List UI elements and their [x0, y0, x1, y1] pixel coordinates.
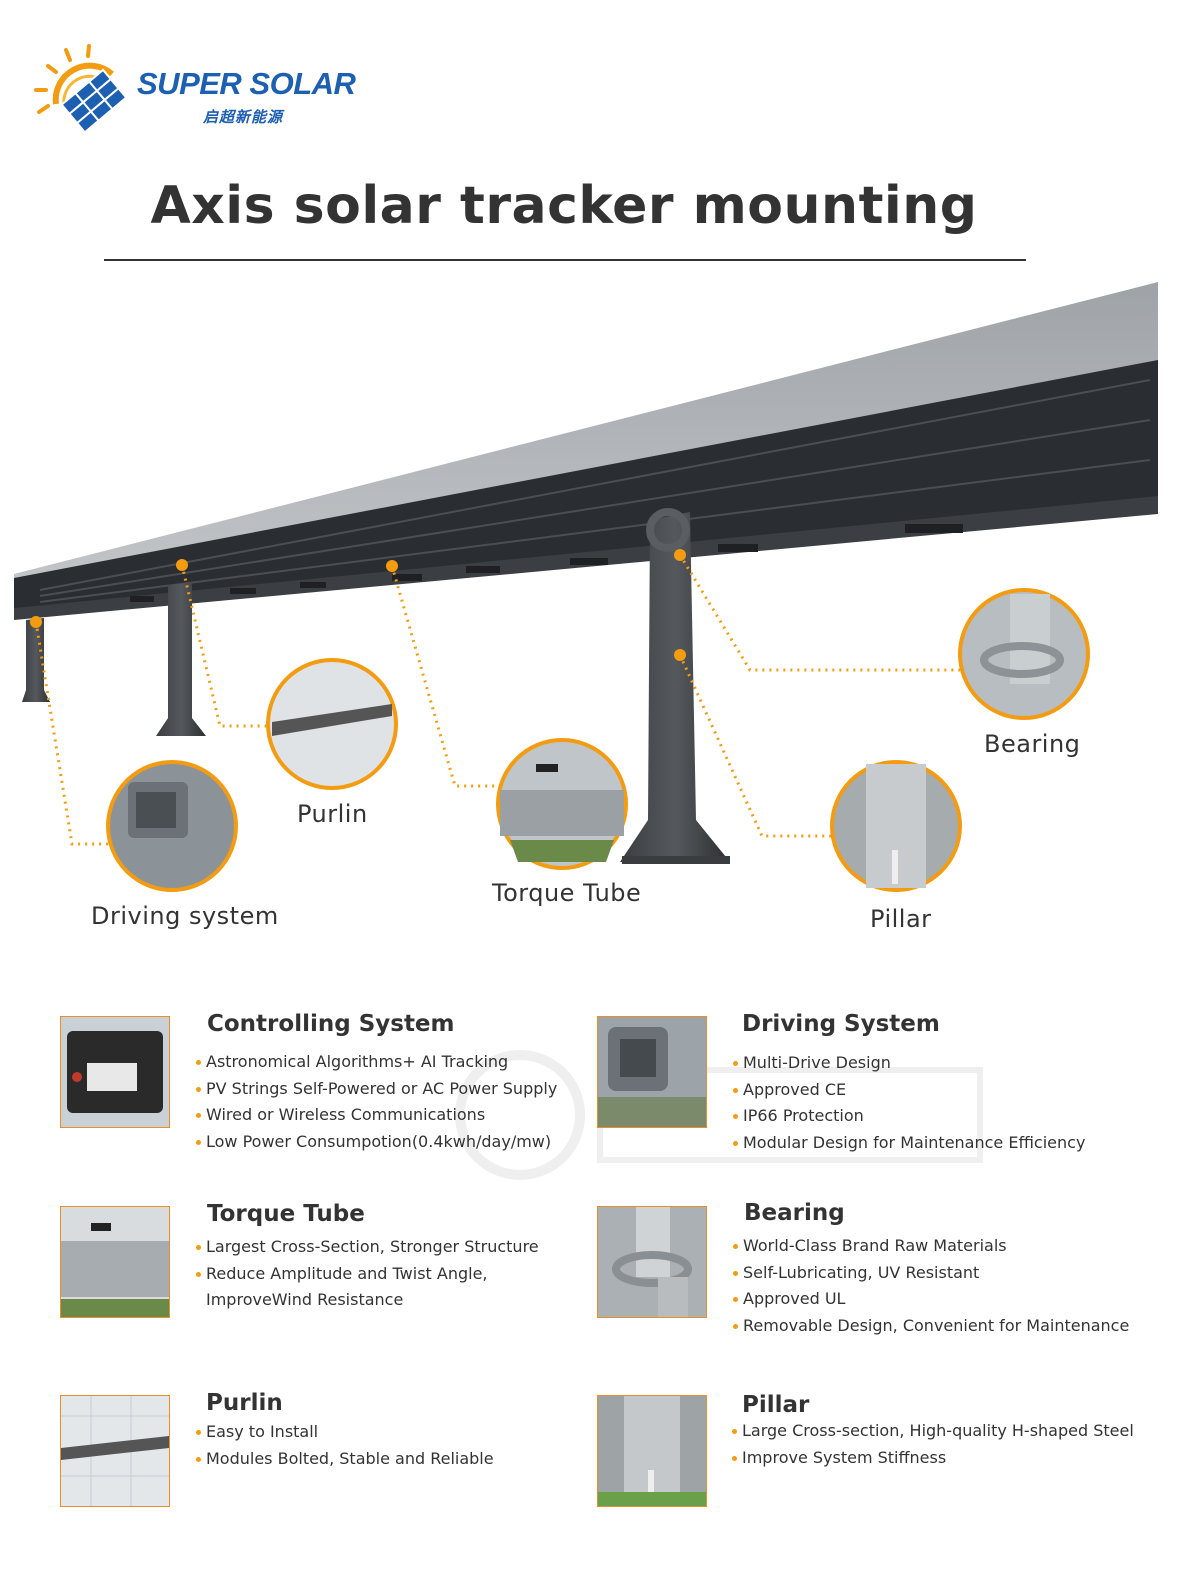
list-item: PV Strings Self-Powered or AC Power Supp… — [196, 1076, 557, 1103]
torque-tube-photo — [60, 1206, 170, 1318]
bearing-photo — [597, 1206, 707, 1318]
driving-system-detail-photo — [106, 760, 238, 892]
list-item: Wired or Wireless Communications — [196, 1102, 557, 1129]
title-divider — [104, 259, 1026, 261]
list-item: Approved UL — [733, 1286, 1129, 1313]
feature-title-purlin: Purlin — [206, 1390, 283, 1416]
list-item: Large Cross-section, High-quality H-shap… — [732, 1418, 1134, 1445]
callout-pillar: Pillar — [870, 905, 932, 933]
callout-driving-system: Driving system — [91, 902, 279, 930]
brand-name: SUPER SOLAR — [137, 66, 356, 101]
feature-title-controlling-system: Controlling System — [207, 1011, 455, 1037]
list-item: Modular Design for Maintenance Efficienc… — [733, 1130, 1085, 1157]
list-item: Reduce Amplitude and Twist Angle, — [196, 1261, 539, 1288]
list-item: IP66 Protection — [733, 1103, 1085, 1130]
list-item: Approved CE — [733, 1077, 1085, 1104]
pillar-photo — [597, 1395, 707, 1507]
feature-list-torque-tube: Largest Cross-Section, Stronger Structur… — [196, 1234, 539, 1314]
torque-tube-detail-photo — [496, 738, 628, 870]
tracker-illustration — [14, 282, 1158, 892]
feature-list-pillar: Large Cross-section, High-quality H-shap… — [732, 1418, 1134, 1471]
list-item: Easy to Install — [196, 1419, 494, 1446]
feature-title-pillar: Pillar — [742, 1392, 810, 1418]
page-title: Axis solar tracker mounting — [150, 176, 978, 236]
sun-panel-logo-icon — [34, 44, 128, 134]
list-item: Low Power Consumpotion(0.4kwh/day/mw) — [196, 1129, 557, 1156]
driving-system-photo — [597, 1016, 707, 1128]
callout-purlin: Purlin — [297, 800, 368, 828]
list-item: Largest Cross-Section, Stronger Structur… — [196, 1234, 539, 1261]
feature-title-bearing: Bearing — [744, 1200, 845, 1226]
list-item: Multi-Drive Design — [733, 1050, 1085, 1077]
list-item: Improve System Stiffness — [732, 1445, 1134, 1472]
callout-torque-tube: Torque Tube — [492, 879, 642, 907]
controlling-system-photo — [60, 1016, 170, 1128]
list-item: World-Class Brand Raw Materials — [733, 1233, 1129, 1260]
feature-list-driving-system: Multi-Drive Design Approved CE IP66 Prot… — [733, 1050, 1085, 1156]
feature-list-controlling-system: Astronomical Algorithms+ AI Tracking PV … — [196, 1049, 557, 1155]
list-item: Astronomical Algorithms+ AI Tracking — [196, 1049, 557, 1076]
feature-list-bearing: World-Class Brand Raw Materials Self-Lub… — [733, 1233, 1129, 1339]
pillar-detail-photo — [830, 760, 962, 892]
purlin-photo — [60, 1395, 170, 1507]
feature-title-driving-system: Driving System — [742, 1011, 940, 1037]
list-item: Modules Bolted, Stable and Reliable — [196, 1446, 494, 1473]
feature-list-purlin: Easy to Install Modules Bolted, Stable a… — [196, 1419, 494, 1472]
list-item-continuation: ImproveWind Resistance — [206, 1290, 404, 1309]
brand-name-cn: 启超新能源 — [203, 108, 284, 126]
list-item: Removable Design, Convenient for Mainten… — [733, 1313, 1129, 1340]
feature-title-torque-tube: Torque Tube — [207, 1201, 365, 1227]
callout-bearing: Bearing — [984, 730, 1081, 758]
list-item: Self-Lubricating, UV Resistant — [733, 1260, 1129, 1287]
purlin-detail-photo — [266, 658, 398, 790]
brand-logo — [34, 44, 334, 134]
bearing-detail-photo — [958, 588, 1090, 720]
